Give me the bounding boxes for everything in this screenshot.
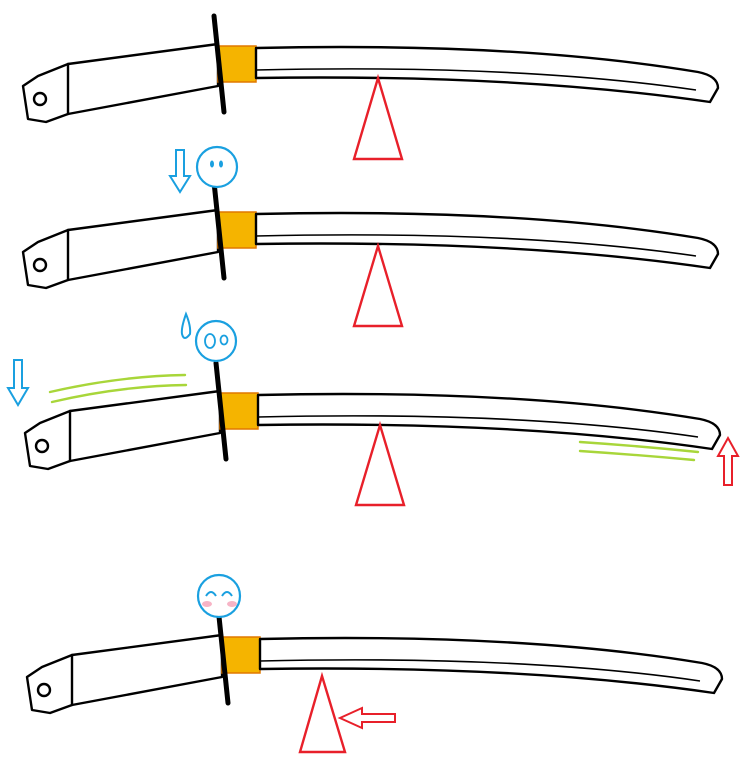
character-happy (196, 573, 242, 619)
eye-left (204, 333, 216, 349)
character-surprised (180, 311, 238, 363)
fulcrum-triangle (352, 73, 404, 161)
panel-balanced (23, 16, 718, 161)
character-face (194, 319, 238, 363)
eye-left (210, 160, 214, 168)
katana (27, 607, 722, 713)
arrow-left-icon (337, 706, 396, 730)
blush-left (202, 601, 212, 607)
blush-right (227, 601, 237, 607)
sweat-drop-icon (180, 311, 192, 339)
eye-right (219, 160, 223, 168)
arrow-up-icon (716, 435, 740, 486)
panel-tip-rises (6, 311, 740, 507)
character-face (196, 573, 242, 619)
character-face (195, 145, 239, 189)
character-neutral (195, 145, 239, 189)
motion-lines-hilt (48, 373, 188, 404)
arrow-down-icon (168, 149, 192, 194)
fulcrum-triangle (354, 420, 406, 507)
arrow-down-icon (6, 359, 30, 407)
fulcrum-triangle (298, 671, 347, 754)
eye-right (221, 591, 233, 597)
panel-press-down (23, 145, 718, 328)
fulcrum-triangle (352, 241, 404, 328)
panel-fulcrum-moved (27, 573, 722, 754)
motion-lines-tip (578, 440, 700, 462)
eye-right (219, 334, 229, 346)
eye-left (205, 591, 217, 597)
